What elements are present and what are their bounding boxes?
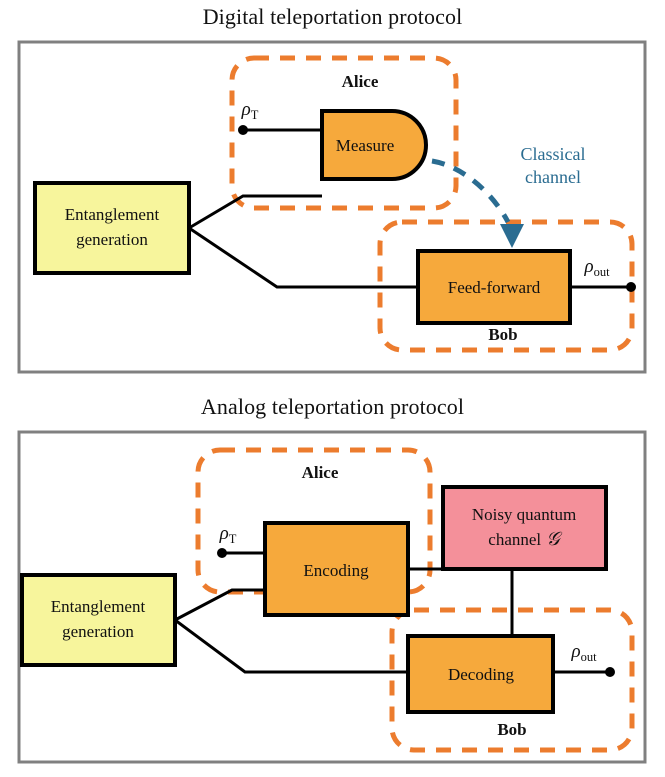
classical-channel-arrow-path: [431, 158, 511, 224]
alice-label-digital: Alice: [342, 72, 379, 91]
noisy-channel-line2: channel 𝒢: [488, 529, 563, 550]
rho-subscript-out-digital: out: [594, 265, 611, 279]
noisy-channel-line2-text: channel: [488, 530, 541, 549]
input-state-label-digital: ρT: [241, 99, 259, 122]
entanglement-source-line1-analog: Entanglement: [51, 597, 146, 616]
output-terminal-dot-digital: [626, 282, 636, 292]
classical-channel-line1: Classical: [521, 144, 586, 164]
panel-title-digital: Digital teleportation protocol: [202, 4, 463, 29]
rho-glyph-out-analog: ρ: [570, 641, 580, 662]
input-terminal-dot-digital: [238, 125, 248, 135]
rho-glyph-out-digital: ρ: [583, 256, 593, 277]
input-state-label-analog: ρT: [219, 523, 237, 546]
encoding-label: Encoding: [303, 561, 369, 580]
bob-label-digital: Bob: [488, 325, 517, 344]
noisy-channel-symbol: 𝒢: [546, 529, 563, 550]
entanglement-source-line1-digital: Entanglement: [65, 205, 160, 224]
bob-label-analog: Bob: [497, 720, 526, 739]
output-terminal-dot-analog: [605, 667, 615, 677]
entanglement-source-line2-analog: generation: [62, 622, 134, 641]
panel-analog: Alice Bob ρT Entanglement generation Enc…: [17, 430, 647, 764]
classical-channel-arrowhead: [500, 224, 524, 248]
alice-label-analog: Alice: [302, 463, 339, 482]
output-state-label-analog: ρout: [570, 641, 597, 664]
measure-detector-shape: [320, 109, 428, 181]
input-terminal-dot-analog: [217, 548, 227, 558]
wire-source-to-feedforward: [188, 226, 418, 289]
encoding-box: [263, 521, 410, 617]
decoding-box: [406, 634, 555, 714]
rho-subscript-out-analog: out: [581, 650, 598, 664]
decoding-label: Decoding: [448, 665, 515, 684]
rho-glyph-in-digital: ρ: [241, 99, 251, 120]
classical-channel-line2: channel: [525, 167, 581, 187]
measure-label: Measure: [336, 136, 395, 155]
rho-subscript-in-analog: T: [229, 532, 237, 546]
panel-digital: Alice Bob ρT Entanglement generation Mea…: [17, 40, 647, 374]
noisy-quantum-channel-box: [441, 485, 608, 571]
panel-title-analog: Analog teleportation protocol: [200, 394, 465, 419]
rho-subscript-in-digital: T: [251, 108, 259, 122]
wire-source-to-measure: [188, 194, 322, 230]
entanglement-source-box-analog: [20, 573, 177, 667]
rho-glyph-in-analog: ρ: [219, 523, 229, 544]
entanglement-source-box-digital: [33, 181, 191, 275]
wire-source-to-encoding: [174, 588, 265, 622]
wire-source-to-decoding: [174, 618, 408, 674]
noisy-channel-line1: Noisy quantum: [472, 505, 576, 524]
feed-forward-label: Feed-forward: [448, 278, 541, 297]
output-state-label-digital: ρout: [583, 256, 610, 279]
entanglement-source-line2-digital: generation: [76, 230, 148, 249]
alice-region-digital: [229, 55, 459, 211]
